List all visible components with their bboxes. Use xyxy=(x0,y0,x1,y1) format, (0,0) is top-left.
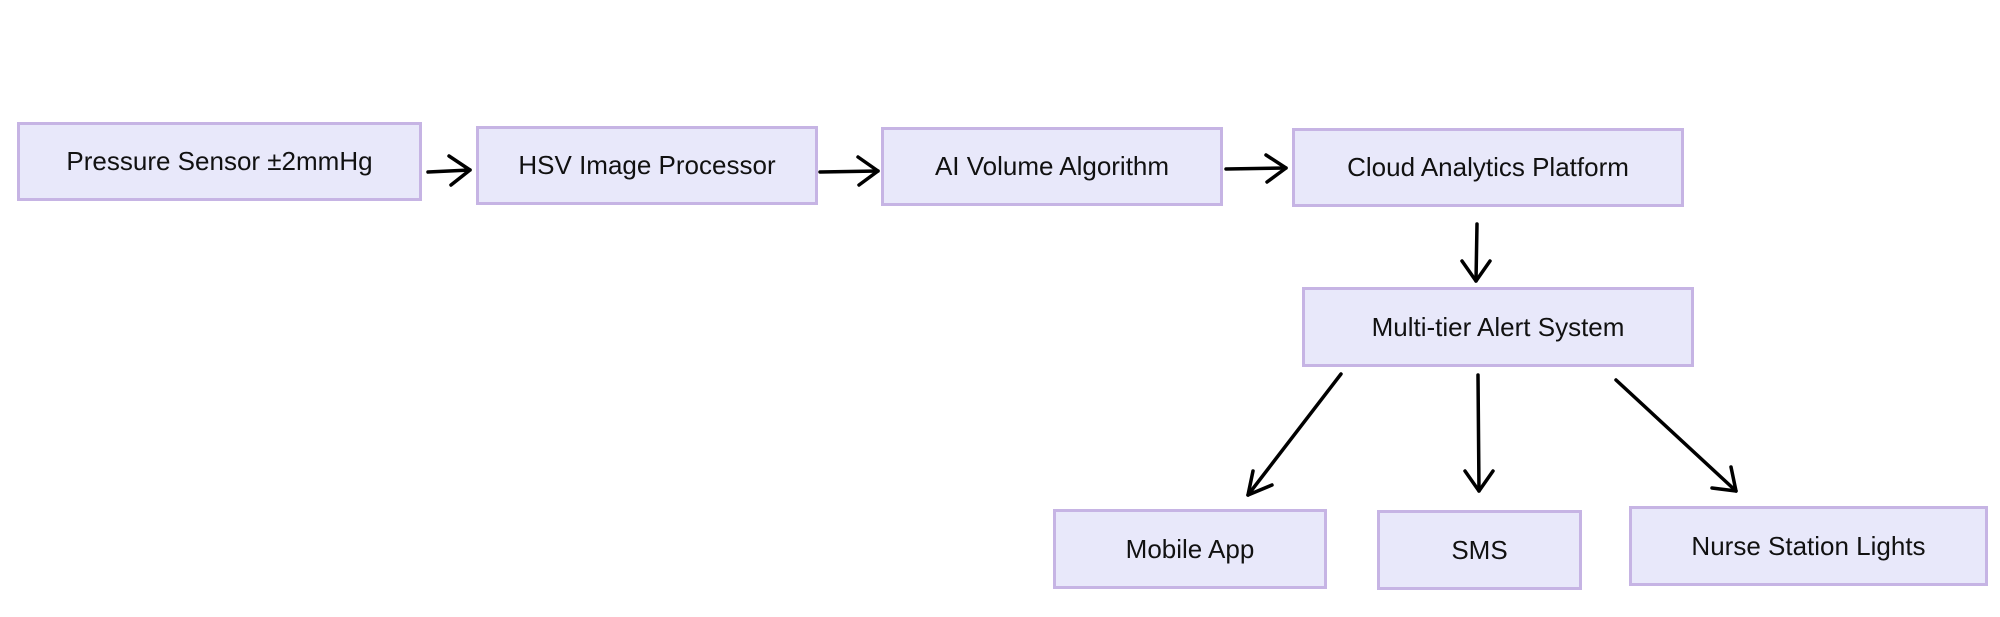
node-label: HSV Image Processor xyxy=(518,150,776,180)
node-mobile-app: Mobile App xyxy=(1053,509,1327,589)
node-pressure-sensor: Pressure Sensor ±2mmHg xyxy=(17,122,422,201)
node-hsv-image-processor: HSV Image Processor xyxy=(476,126,818,205)
node-ai-volume-algorithm: AI Volume Algorithm xyxy=(881,127,1223,206)
arrow-ai-to-cloud xyxy=(1224,153,1288,184)
node-multi-tier-alert-system: Multi-tier Alert System xyxy=(1302,287,1694,367)
arrow-alert-to-nurse xyxy=(1614,378,1738,493)
node-label: SMS xyxy=(1451,534,1508,565)
arrow-alert-to-mobile xyxy=(1246,372,1343,497)
node-label: AI Volume Algorithm xyxy=(934,151,1170,181)
node-label: Multi-tier Alert System xyxy=(1371,311,1625,342)
arrow-cloud-to-alert xyxy=(1460,222,1492,283)
node-nurse-station-lights: Nurse Station Lights xyxy=(1629,506,1988,586)
node-cloud-analytics-platform: Cloud Analytics Platform xyxy=(1292,128,1684,207)
arrow-pressure-to-hsv xyxy=(426,154,472,187)
node-sms: SMS xyxy=(1377,510,1582,590)
arrow-hsv-to-ai xyxy=(818,155,880,187)
node-label: Mobile App xyxy=(1125,533,1255,564)
node-label: Pressure Sensor ±2mmHg xyxy=(66,146,373,176)
node-label: Cloud Analytics Platform xyxy=(1347,152,1629,182)
arrow-alert-to-sms xyxy=(1463,373,1495,493)
node-label: Nurse Station Lights xyxy=(1691,530,1926,561)
